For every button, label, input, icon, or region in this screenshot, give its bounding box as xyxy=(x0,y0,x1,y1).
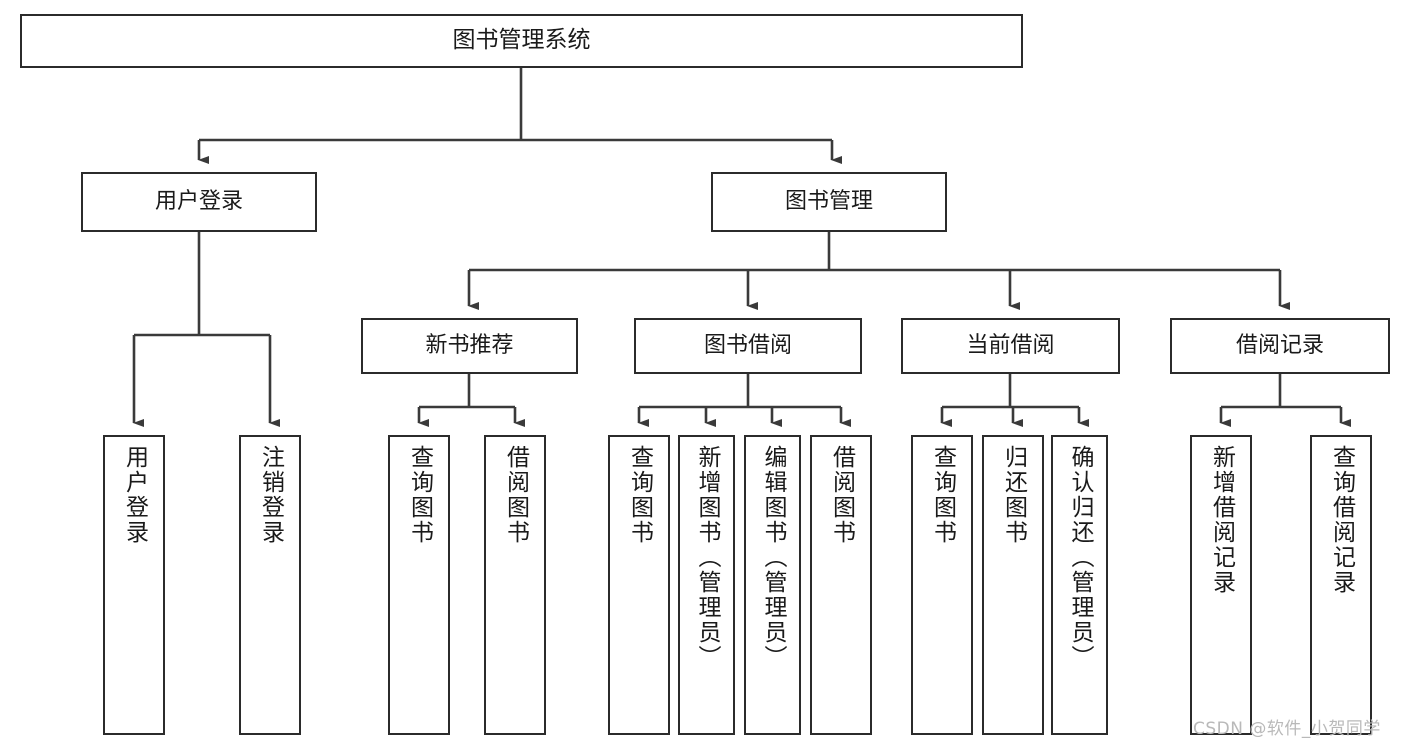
node-leaf-user-login[interactable]: 用户登录 xyxy=(103,435,165,735)
node-leaf-edit-book[interactable]: 编辑图书（管理员） xyxy=(744,435,801,735)
node-user-login-label: 用户登录 xyxy=(154,189,243,215)
node-root[interactable]: 图书管理系统 xyxy=(20,14,1023,68)
node-leaf-query-record-label: 查询借阅记录 xyxy=(1328,445,1355,595)
node-leaf-query-book-1[interactable]: 查询图书 xyxy=(388,435,450,735)
node-new-book-recommend[interactable]: 新书推荐 xyxy=(361,318,578,374)
node-leaf-query-record[interactable]: 查询借阅记录 xyxy=(1310,435,1372,735)
node-leaf-add-book-label: 新增图书（管理员） xyxy=(694,445,720,670)
node-leaf-borrow-book-2[interactable]: 借阅图书 xyxy=(810,435,872,735)
node-leaf-query-book-2[interactable]: 查询图书 xyxy=(608,435,670,735)
node-leaf-logout[interactable]: 注销登录 xyxy=(239,435,301,735)
node-current-borrow-label: 当前借阅 xyxy=(966,333,1055,359)
node-leaf-query-book-2-label: 查询图书 xyxy=(626,445,653,545)
node-leaf-borrow-book-1[interactable]: 借阅图书 xyxy=(484,435,546,735)
node-leaf-query-book-1-label: 查询图书 xyxy=(406,445,433,545)
watermark-text: CSDN @软件_小贺同学 xyxy=(1193,719,1381,739)
node-leaf-query-book-3[interactable]: 查询图书 xyxy=(911,435,973,735)
node-leaf-edit-book-label: 编辑图书（管理员） xyxy=(760,445,786,670)
node-leaf-return-book-label: 归还图书 xyxy=(1000,445,1027,545)
node-leaf-logout-label: 注销登录 xyxy=(257,445,284,545)
node-book-management[interactable]: 图书管理 xyxy=(711,172,947,232)
node-leaf-confirm-return-label: 确认归还（管理员） xyxy=(1067,445,1093,670)
node-leaf-query-book-3-label: 查询图书 xyxy=(929,445,956,545)
node-leaf-add-record-label: 新增借阅记录 xyxy=(1208,445,1235,595)
node-book-borrow[interactable]: 图书借阅 xyxy=(634,318,862,374)
node-leaf-borrow-book-2-label: 借阅图书 xyxy=(828,445,855,545)
node-book-borrow-label: 图书借阅 xyxy=(703,333,792,359)
node-borrow-record[interactable]: 借阅记录 xyxy=(1170,318,1390,374)
node-leaf-confirm-return[interactable]: 确认归还（管理员） xyxy=(1051,435,1108,735)
node-new-book-recommend-label: 新书推荐 xyxy=(425,333,514,359)
node-leaf-borrow-book-1-label: 借阅图书 xyxy=(502,445,529,545)
node-user-login[interactable]: 用户登录 xyxy=(81,172,317,232)
node-leaf-add-record[interactable]: 新增借阅记录 xyxy=(1190,435,1252,735)
node-root-label: 图书管理系统 xyxy=(452,27,591,54)
node-current-borrow[interactable]: 当前借阅 xyxy=(901,318,1120,374)
node-leaf-add-book[interactable]: 新增图书（管理员） xyxy=(678,435,735,735)
node-leaf-return-book[interactable]: 归还图书 xyxy=(982,435,1044,735)
node-borrow-record-label: 借阅记录 xyxy=(1235,333,1324,359)
node-leaf-user-login-label: 用户登录 xyxy=(121,445,148,545)
node-book-management-label: 图书管理 xyxy=(784,189,873,215)
